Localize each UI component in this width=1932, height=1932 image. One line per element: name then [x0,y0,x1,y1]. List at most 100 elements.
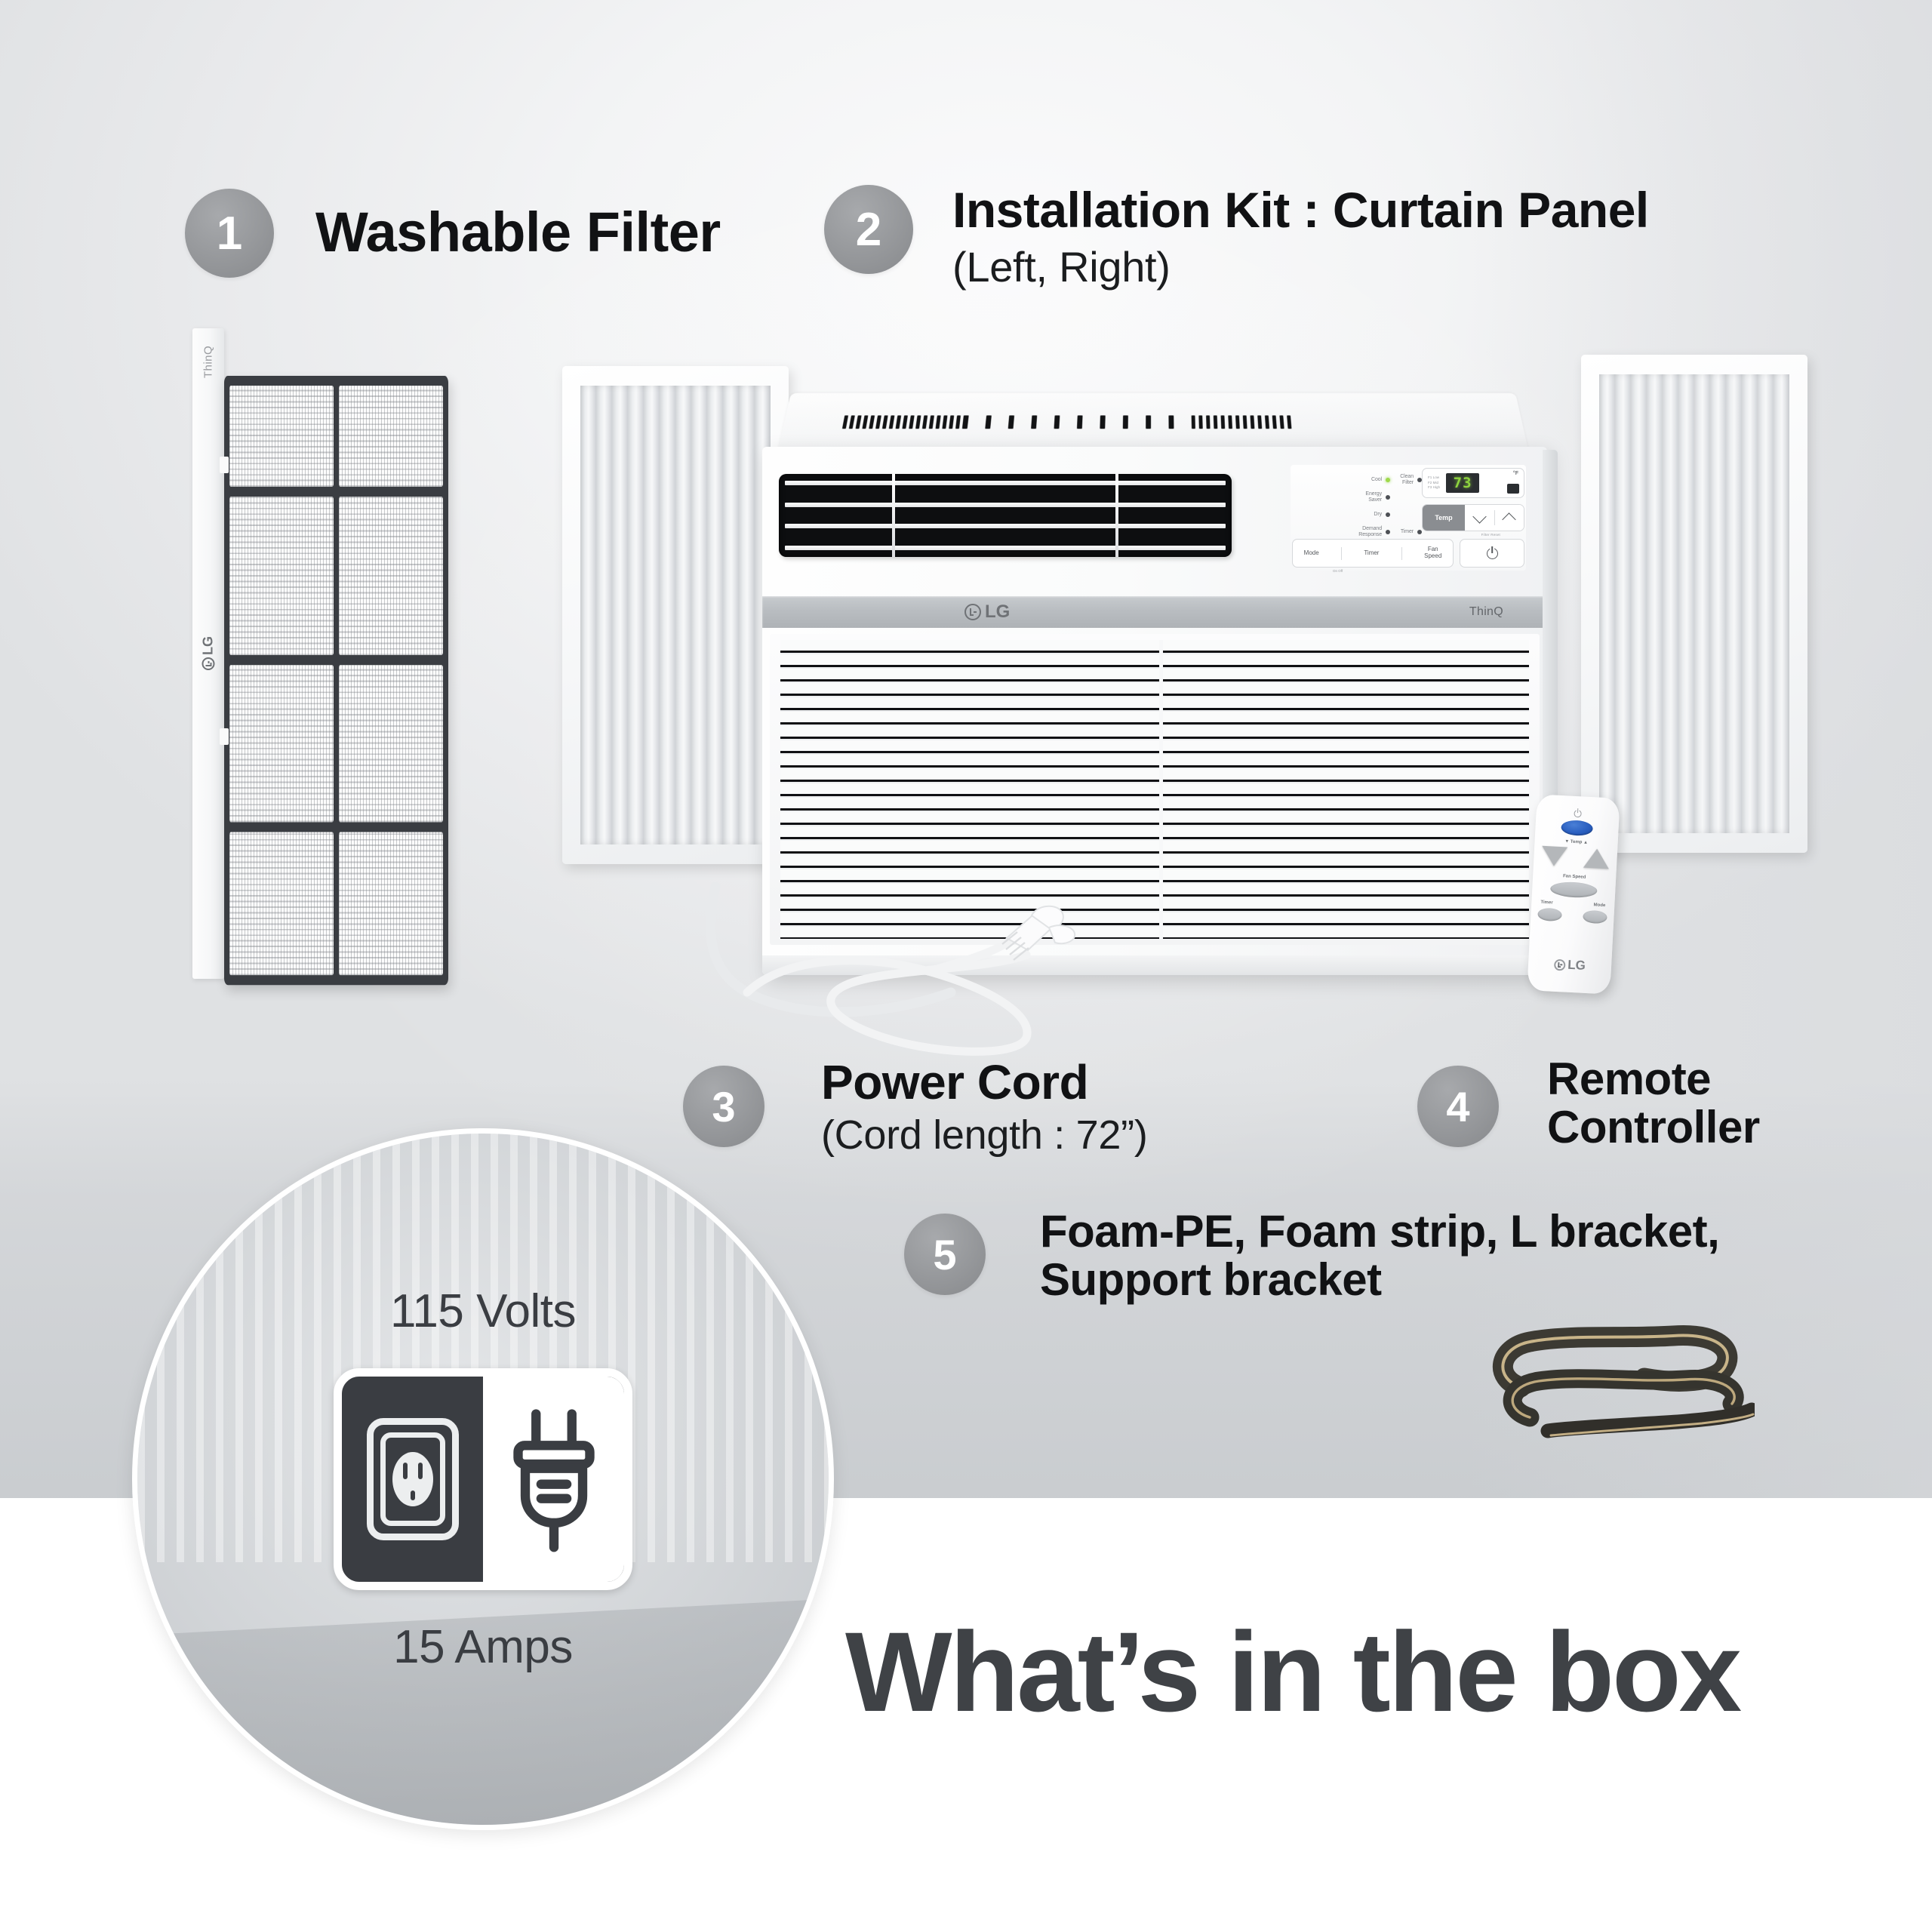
vent-slot [869,415,875,429]
page-title: What’s in the box [845,1608,1742,1735]
plug-glyph [512,1409,595,1552]
foam-strip-illustration [1492,1325,1759,1438]
remote-mode-button[interactable] [1583,909,1607,924]
vent-slot [1287,415,1292,429]
callout-badge-4: 4 [1417,1066,1499,1147]
vent-slot [955,415,961,429]
chevron-up-icon[interactable] [1502,512,1516,527]
louver-blade [785,524,1226,529]
vent-slot [902,415,908,429]
callout-label-4-line1: Remote [1547,1054,1712,1104]
vent-slot [875,415,881,429]
filter-mesh-cell [339,832,443,976]
vent-slot [1191,415,1195,429]
vent-slot [855,415,862,429]
vent-slot [909,415,915,429]
louver-blade [785,502,1226,507]
vent-slot [1122,415,1128,429]
remote-temp-up-button[interactable] [1583,848,1611,869]
filter-mesh-cell [229,497,334,655]
vent-slot [1206,415,1211,429]
power-button[interactable] [1460,539,1524,568]
indicator-led-icon [1417,477,1422,482]
chevron-down-icon[interactable] [1472,509,1487,524]
vent-run [841,415,964,429]
remote-controller: ▼ Temp ▲ Fan Speed Timer Mode LG [1527,794,1620,995]
vent-slot [942,415,948,429]
vent-run [961,415,1192,429]
indicator-led-icon [1417,529,1422,534]
filter-side-panel: ThinQ LG [192,328,224,979]
filter-tab-upper [220,457,229,473]
filter-mesh-cell [339,386,443,487]
vent-slot [949,415,955,429]
mode-button[interactable]: Mode [1303,549,1319,556]
remote-power-icon [1574,809,1582,818]
vent-slot [985,415,992,429]
vent-slot [841,415,849,429]
outlet-slot-left [402,1463,408,1479]
remote-timer-button[interactable] [1537,907,1562,922]
power-cord [702,857,1124,1060]
indicator-label: Dry [1374,511,1382,517]
temp-control-group[interactable]: Temp [1422,504,1524,531]
temp-arrow-group[interactable] [1465,505,1524,531]
power-icon-card [334,1368,632,1590]
lg-circle-icon [202,657,215,670]
filter-mesh-cell [339,497,443,655]
outlet-ground-slot [410,1491,415,1500]
ac-top-vent-slots [841,415,1479,429]
indicator-led-icon [1386,494,1390,500]
timer-button[interactable]: Timer [1364,549,1380,556]
vent-slot [1198,415,1203,429]
louver-vertical-rib [1115,474,1118,557]
vent-slot [1008,415,1015,429]
callout-label-2-title: Installation Kit : Curtain Panel [952,182,1649,238]
volts-label: 115 Volts [390,1285,576,1337]
vent-slot [895,415,902,429]
curtain-pleats-left [580,386,771,844]
louver-vertical-rib [892,474,895,557]
foam-strip-coil [1475,1313,1759,1449]
vent-slot [1264,415,1270,429]
ac-air-louvers [779,474,1232,557]
temp-button[interactable]: Temp [1423,505,1465,531]
indicator-label: Cool [1371,476,1382,482]
vent-slot [1228,415,1232,429]
ac-lg-logo: LG [964,601,1010,623]
vent-slot [1054,415,1060,429]
curtain-panel-left [562,366,789,864]
vent-slot [862,415,869,429]
callout-badge-1: 1 [185,189,274,278]
louver-blade [785,545,1226,550]
lg-circle-icon [964,604,981,620]
vent-slot [928,415,934,429]
vent-slot [921,415,928,429]
callout-label-5-line2: Support bracket [1040,1254,1382,1306]
remote-power-button[interactable] [1561,820,1594,837]
washable-filter: ThinQ LG [192,328,487,992]
display-value: 73 [1446,473,1480,493]
onoff-note: On Off [1333,569,1343,573]
vent-slot [1076,415,1083,429]
remote-fan-speed-button[interactable] [1549,881,1598,899]
filter-mesh-cell [229,386,334,487]
vent-slot [1213,415,1218,429]
vent-slot [915,415,921,429]
indicator-led-icon [1386,477,1390,482]
remote-lg-text: LG [1567,957,1586,973]
vent-slot [1279,415,1284,429]
remote-timer-label: Timer [1540,900,1553,906]
remote-temp-down-button[interactable] [1540,845,1568,867]
